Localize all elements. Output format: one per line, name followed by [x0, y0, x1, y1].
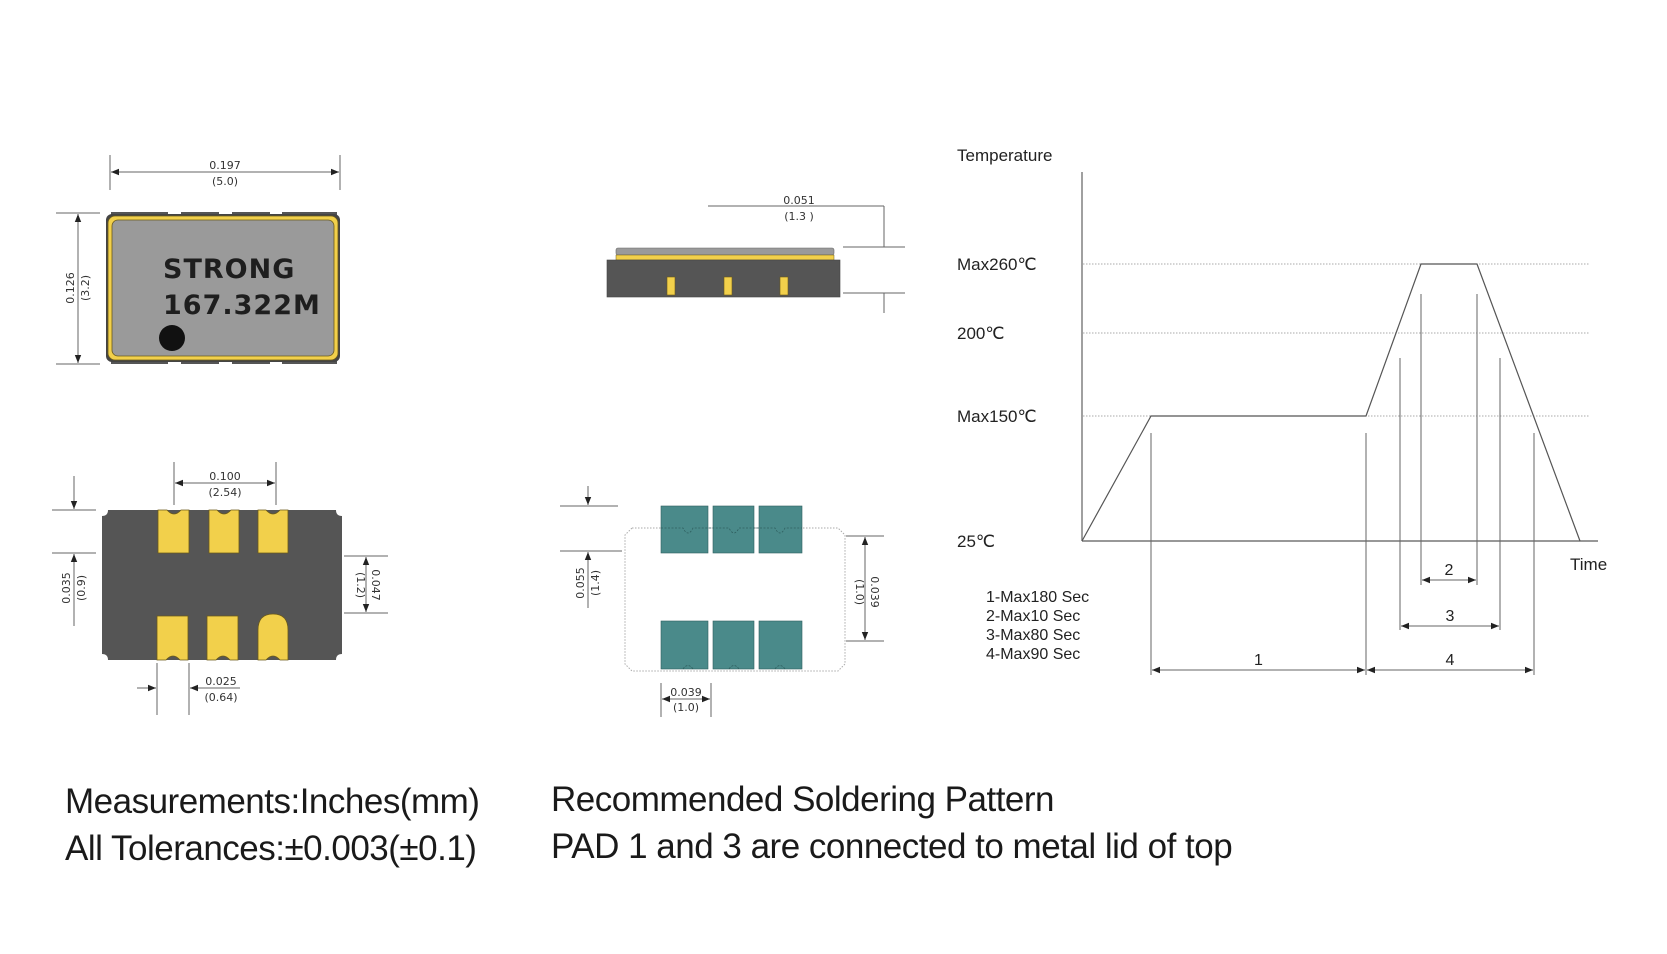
side-view: 0.051 (1.3 ) [606, 194, 905, 313]
interval-3-label: 3 [1446, 608, 1455, 625]
side-seal [615, 254, 835, 261]
pad-6 [157, 509, 190, 554]
land-pad-5 [712, 505, 755, 554]
package-outline [624, 527, 846, 672]
pad-gap-in-label: 0.039 [868, 576, 881, 608]
pad-gap-in-label: 0.047 [369, 569, 382, 601]
reflow-profile-chart: Temperature Time Max260℃ 200℃ Max150℃ 25℃ 1… [957, 146, 1607, 675]
interval-4-label: 4 [1446, 652, 1455, 669]
pad-connection-note: PAD 1 and 3 are connected to metal lid o… [551, 827, 1233, 866]
interval-1-label: 1 [1254, 652, 1263, 669]
marking-brand: STRONG [163, 254, 295, 285]
side-lid [615, 247, 835, 256]
height-in-label: 0.051 [783, 194, 815, 207]
land-pad-1 [660, 620, 709, 670]
soldering-note: Recommended Soldering Pattern PAD 1 and … [551, 776, 1233, 870]
side-terminal [666, 276, 676, 296]
y-axis-title: Temperature [957, 146, 1052, 165]
land-pad-4 [758, 505, 803, 554]
pad-2 [206, 615, 239, 661]
top-view: 0.197 (5.0) 0.126 (3.2) STRONG 167.322M [56, 155, 341, 365]
y-tick-label: 25℃ [957, 532, 995, 551]
pad-gap-mm-label: (1.2) [354, 572, 367, 598]
pad-length-in-label: 0.055 [574, 567, 587, 599]
side-terminal [723, 276, 733, 296]
pad-width-in-label: 0.025 [205, 675, 237, 688]
y-tick-label: 200℃ [957, 324, 1004, 343]
pad-width-in-label: 0.039 [670, 686, 702, 699]
tolerance-text: All Tolerances:±0.003(±0.1) [65, 829, 477, 868]
pin1-dot-icon [159, 325, 185, 351]
pad-length-in-label: 0.035 [60, 572, 73, 604]
bottom-view: 0.100 (2.54) 0.035 (0.9) 0.047 (1.2) 0.0… [52, 462, 388, 715]
footprint-view: 0.055 (1.4) 0.039 (1.0) 0.039 (1.0) [560, 486, 884, 717]
side-body [606, 259, 841, 298]
pad-width-mm-label: (0.64) [204, 691, 237, 704]
pad-1 [156, 615, 189, 661]
pad-5 [208, 509, 240, 554]
pad-3 [257, 613, 289, 661]
width-in-label: 0.197 [209, 159, 241, 172]
y-tick-label: Max150℃ [957, 407, 1037, 426]
height-mm-label: (3.2) [79, 275, 92, 301]
land-pad-6 [660, 505, 709, 554]
soldering-pattern-title: Recommended Soldering Pattern [551, 780, 1055, 819]
land-pad-2 [712, 620, 755, 670]
interval-2-label: 2 [1445, 562, 1454, 579]
height-mm-label: (1.3 ) [784, 210, 814, 223]
pad-length-mm-label: (0.9) [75, 575, 88, 601]
legend-item: 3-Max80 Sec [986, 627, 1080, 644]
y-tick-label: Max260℃ [957, 255, 1037, 274]
x-axis-title: Time [1570, 555, 1607, 574]
castellation-outline [661, 527, 802, 534]
height-in-label: 0.126 [64, 272, 77, 304]
legend-item: 1-Max180 Sec [986, 589, 1089, 606]
pitch-in-label: 0.100 [209, 470, 241, 483]
castellation-outline [682, 665, 786, 670]
pitch-mm-label: (2.54) [208, 486, 241, 499]
measurement-units: Measurements:Inches(mm) [65, 782, 480, 821]
width-mm-label: (5.0) [212, 175, 238, 188]
metal-lid [111, 219, 335, 357]
pad-4 [257, 509, 289, 554]
legend-item: 4-Max90 Sec [986, 646, 1080, 663]
measurement-note: Measurements:Inches(mm) All Tolerances:±… [65, 778, 480, 872]
pad-gap-mm-label: (1.0) [853, 579, 866, 605]
temperature-profile-line [1081, 263, 1581, 542]
side-terminal [779, 276, 789, 296]
pad-length-mm-label: (1.4) [589, 570, 602, 596]
marking-frequency: 167.322M [163, 290, 321, 321]
pad-width-mm-label: (1.0) [673, 701, 699, 714]
legend-item: 2-Max10 Sec [986, 608, 1080, 625]
land-pad-3 [758, 620, 803, 670]
